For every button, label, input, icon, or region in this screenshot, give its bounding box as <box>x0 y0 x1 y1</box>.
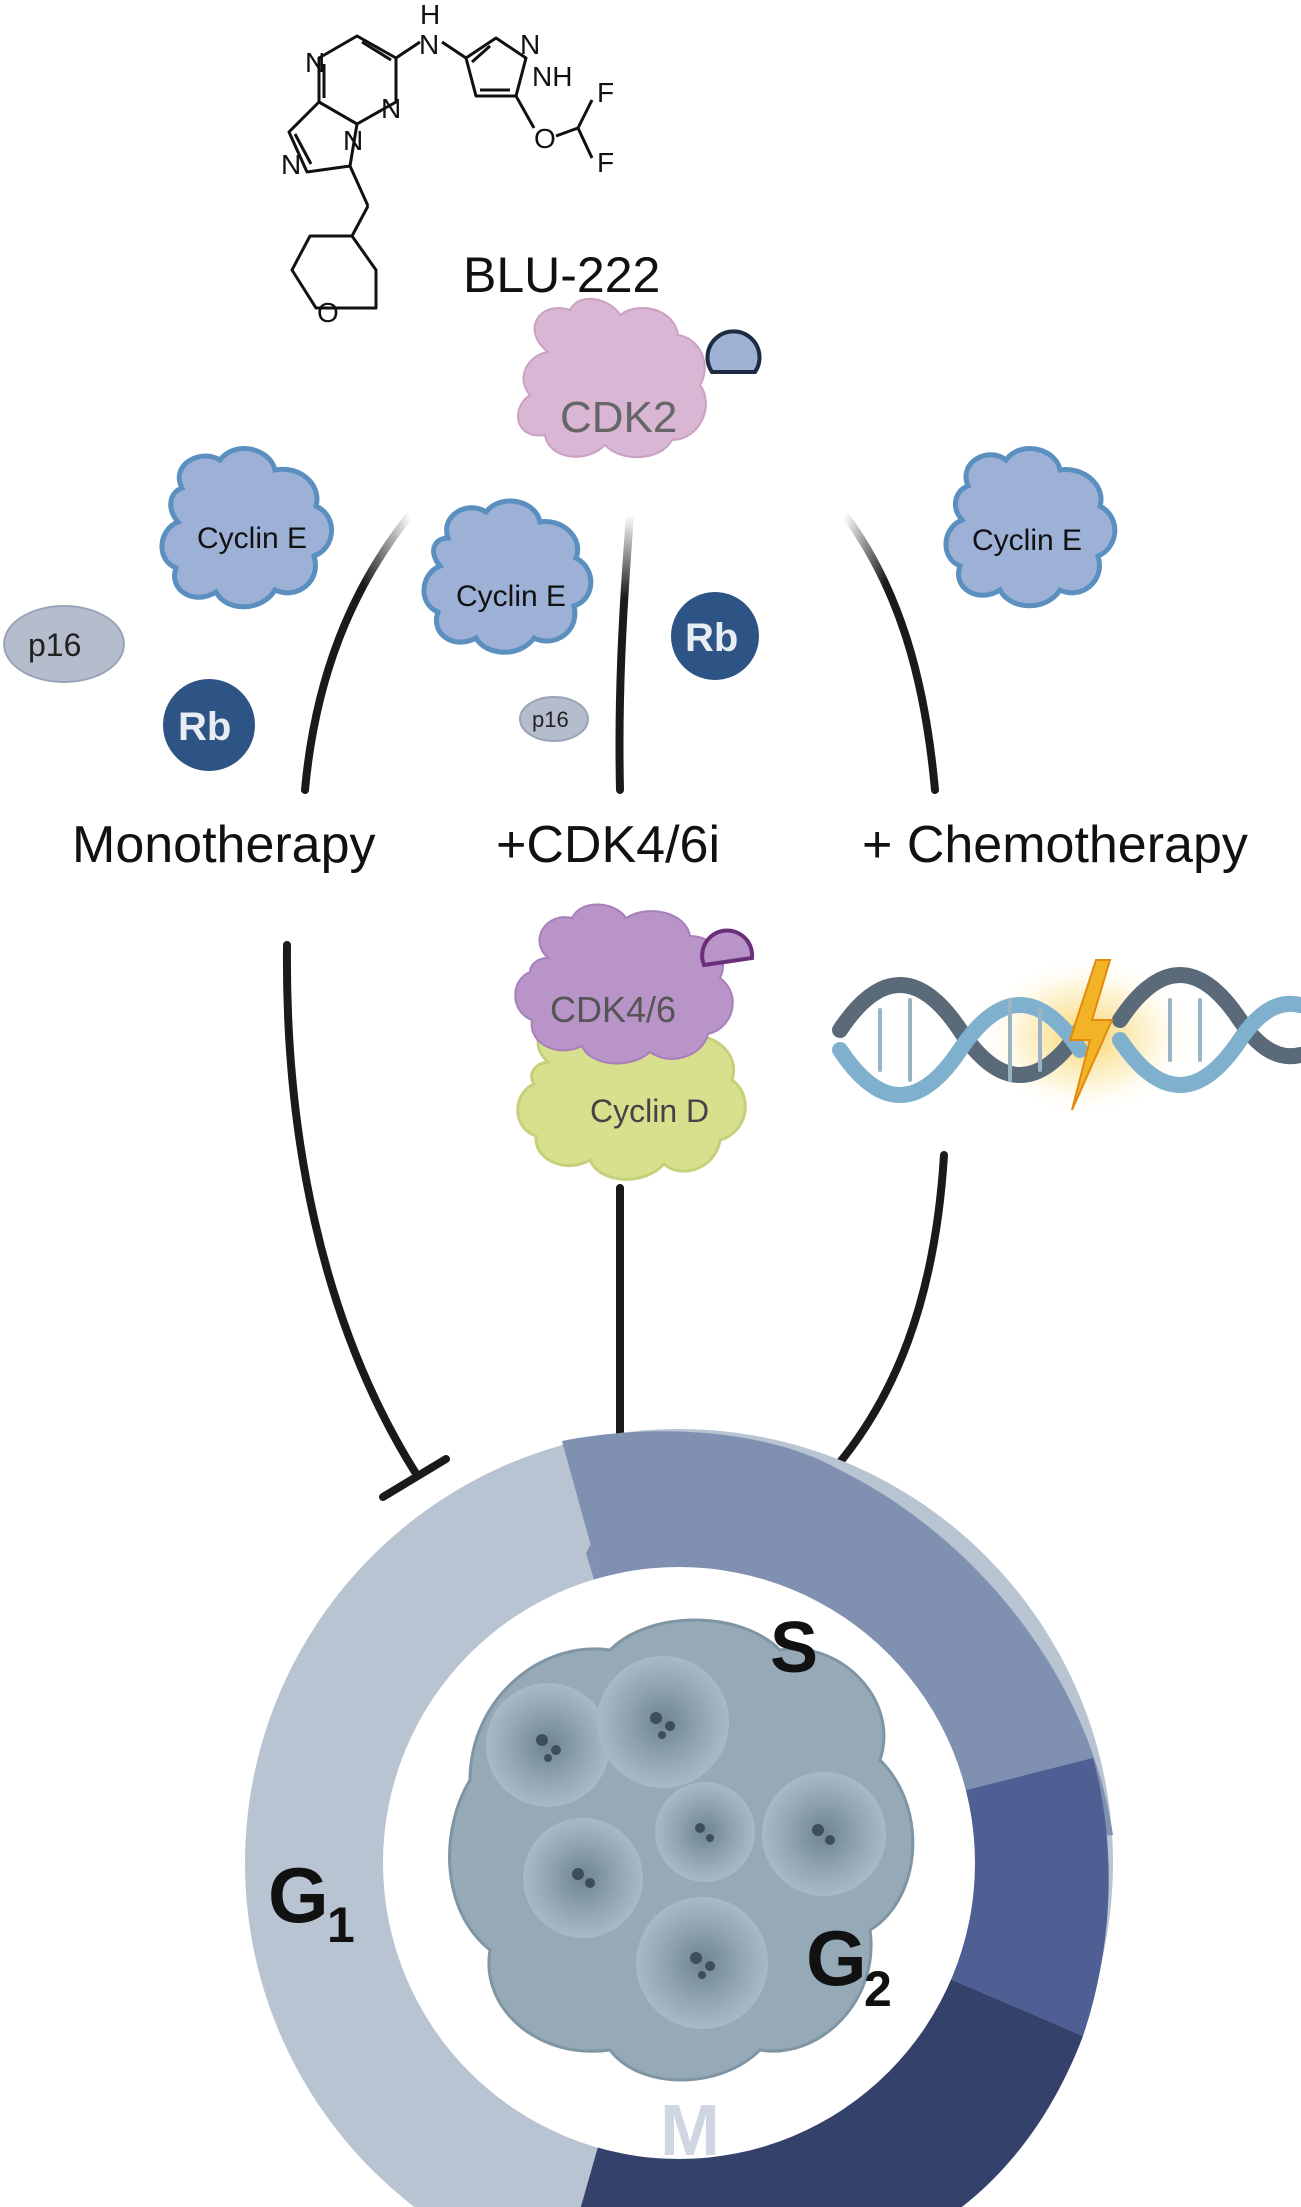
atom-nh: NH <box>532 61 572 92</box>
mono-upper-curve <box>301 511 414 794</box>
cyclin-e-left: Cyclin E <box>159 446 334 610</box>
atom-f: F <box>597 77 614 108</box>
phase-label-g1: G <box>268 1851 329 1939</box>
upper-arms <box>301 511 939 794</box>
blu222-structure <box>287 34 594 310</box>
rb-middle: Rb <box>671 592 759 680</box>
chemo-upper-curve <box>841 511 939 794</box>
atom-n: N <box>520 29 540 60</box>
arm-label-cdk46i: +CDK4/6i <box>496 816 720 874</box>
cdk2-label: CDK2 <box>560 393 677 442</box>
cdk46-active-site-icon <box>700 928 755 968</box>
atom-h: H <box>420 0 440 30</box>
cyclin-e-right: Cyclin E <box>943 446 1118 609</box>
p16-left: p16 <box>3 605 125 683</box>
cdk2-protein: CDK2 <box>517 297 762 459</box>
atom-n: N <box>305 47 325 78</box>
mono-inhibition-line <box>282 941 419 1476</box>
p16-middle: p16 <box>519 696 589 742</box>
rb-left: Rb <box>163 679 255 771</box>
cyclin-e-label: Cyclin E <box>197 522 307 555</box>
atom-n: N <box>343 125 363 156</box>
structure-atom-labels: N N N N N H N NH O F F O <box>281 0 614 328</box>
tumor-cells-icon <box>448 1618 915 2082</box>
atom-o: O <box>317 297 339 328</box>
cdk46-label: CDK4/6 <box>550 989 676 1030</box>
p16-label: p16 <box>532 707 569 732</box>
phase-label-s: S <box>770 1608 818 1688</box>
atom-o: O <box>534 123 556 154</box>
atom-n: N <box>419 29 439 60</box>
cyclin-e-middle: Cyclin E <box>421 498 594 655</box>
lightning-icon <box>1068 959 1114 1111</box>
cyclin-d-label: Cyclin D <box>590 1093 709 1129</box>
phase-label-m: M <box>660 2091 720 2171</box>
cyclin-e-label: Cyclin E <box>972 524 1082 557</box>
phase-label-g1-subscript: 1 <box>327 1897 355 1953</box>
rb-label: Rb <box>685 616 738 660</box>
atom-f: F <box>597 147 614 178</box>
compound-name: BLU-222 <box>463 247 660 303</box>
p16-label: p16 <box>28 627 81 663</box>
chemo-inhibition-line <box>826 1151 948 1478</box>
cdk2-active-site-icon <box>705 329 762 374</box>
atom-n: N <box>281 149 301 180</box>
arm-label-chemotherapy: + Chemotherapy <box>862 816 1248 874</box>
dna-damage-icon <box>832 956 1301 1116</box>
cdk46i-upper-curve <box>615 511 634 794</box>
mono-inhibition-bar <box>379 1455 450 1501</box>
arm-label-monotherapy: Monotherapy <box>72 816 376 874</box>
atom-n: N <box>381 93 401 124</box>
cdk46-protein: CDK4/6 <box>514 903 755 1065</box>
phase-label-g2: G <box>806 1914 867 2002</box>
rb-label: Rb <box>178 705 231 749</box>
phase-label-g2-subscript: 2 <box>864 1961 892 2017</box>
cell-cycle-wheel: S G 1 G 2 M <box>245 1429 1113 2207</box>
cyclin-e-label: Cyclin E <box>456 580 566 613</box>
